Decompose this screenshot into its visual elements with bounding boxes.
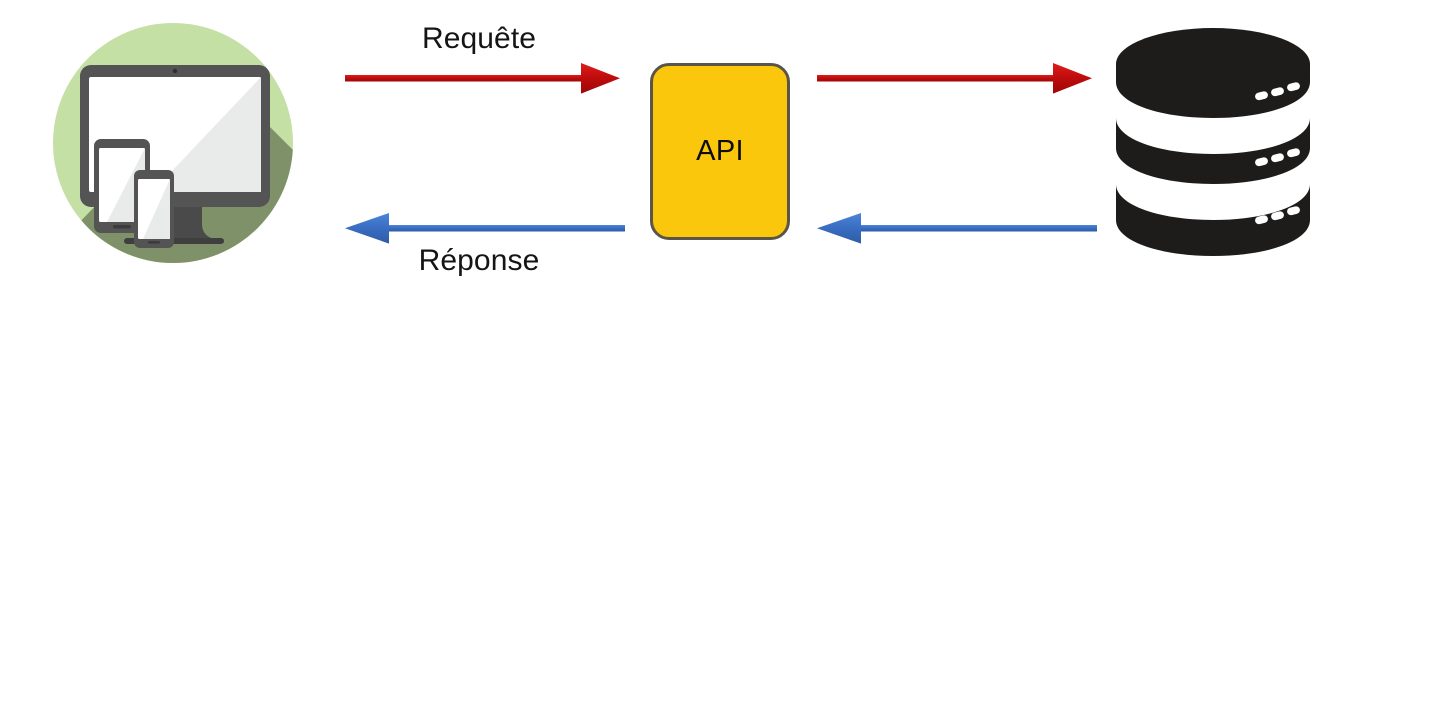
- database-indicator-dots-middle: [1255, 148, 1300, 167]
- database-layer-middle: [1116, 118, 1310, 190]
- api-node[interactable]: API: [650, 63, 790, 240]
- phone-home-button: [148, 241, 160, 244]
- database-indicator-dots-top: [1255, 82, 1300, 101]
- request-arrow-head: [1053, 63, 1092, 94]
- client-devices-icon: [52, 22, 294, 264]
- monitor-webcam-dot: [172, 68, 178, 74]
- request-arrow-shaft: [345, 75, 587, 82]
- response-arrow-database-to-api: [817, 213, 1097, 244]
- response-arrow-shaft: [383, 225, 625, 232]
- request-arrow-api-to-database: [817, 63, 1092, 94]
- request-arrow-head: [581, 63, 620, 94]
- database-band-upper: [1116, 82, 1310, 126]
- monitor-screen-gloss: [152, 77, 261, 192]
- response-arrow-head: [817, 213, 861, 244]
- database-top-cap: [1116, 28, 1310, 100]
- response-arrow-api-to-client: [345, 213, 625, 244]
- database-indicator-dots-bottom: [1255, 206, 1300, 225]
- database-band-lower: [1116, 148, 1310, 192]
- database-icon: [1112, 24, 1314, 260]
- tablet-home-button: [113, 225, 131, 229]
- response-arrow-shaft: [855, 225, 1097, 232]
- request-flow-label: Requête: [421, 22, 537, 55]
- api-node-label: API: [696, 135, 744, 167]
- request-arrow-shaft: [817, 75, 1059, 82]
- response-arrow-head: [345, 213, 389, 244]
- phone-screen-gloss: [143, 179, 170, 239]
- request-arrow-client-to-api: [345, 63, 620, 94]
- database-layer-bottom: [1116, 184, 1310, 256]
- response-flow-label: Réponse: [418, 244, 540, 277]
